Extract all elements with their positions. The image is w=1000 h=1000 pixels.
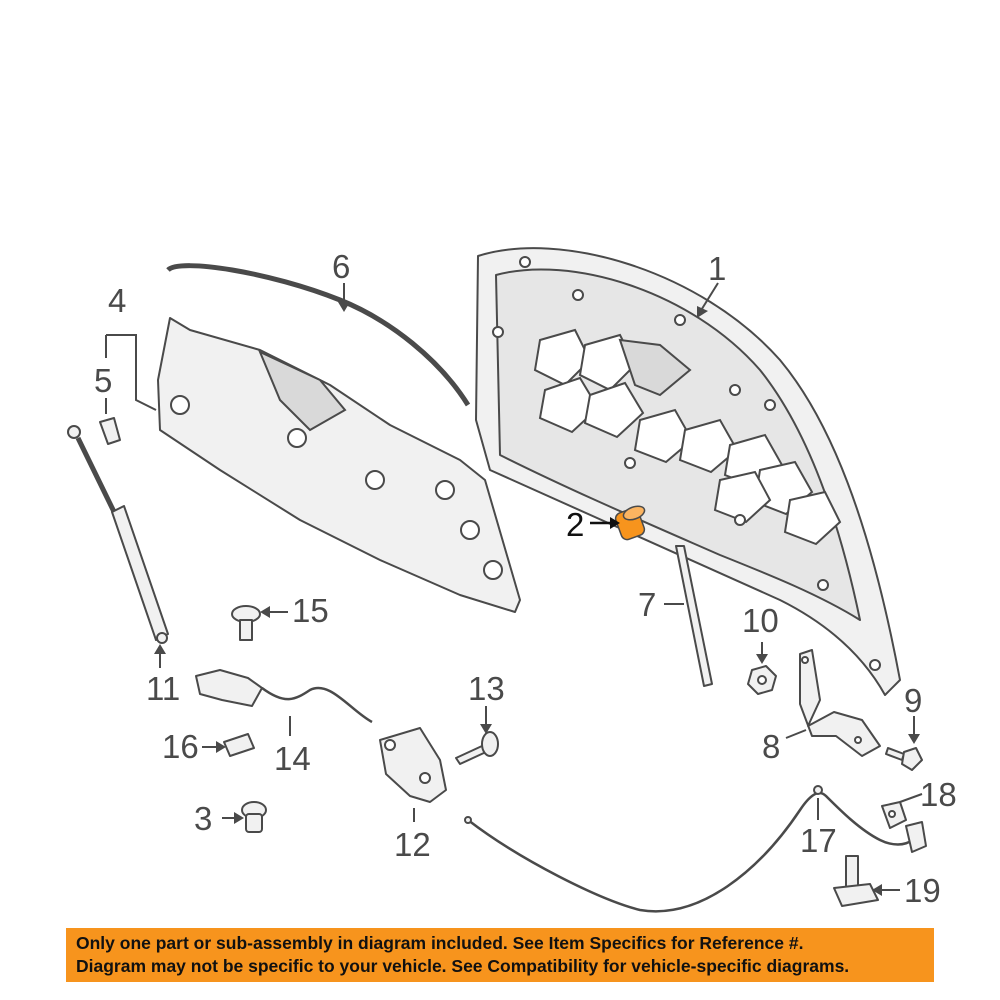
callout-8: 8 <box>762 728 780 765</box>
bumper-3 <box>241 801 267 833</box>
callout-6: 6 <box>332 248 350 285</box>
callout-18: 18 <box>920 776 957 813</box>
disclaimer-line-2: Diagram may not be specific to your vehi… <box>76 956 850 976</box>
callout-9: 9 <box>904 682 922 719</box>
callout-14: 14 <box>274 740 311 777</box>
insulator-clip <box>99 417 121 445</box>
nut-10 <box>747 665 777 695</box>
callout-15: 15 <box>292 592 329 629</box>
release-handle <box>195 669 263 707</box>
release-cable-rear <box>467 791 913 913</box>
leader-4 <box>106 334 157 411</box>
callout-1: 1 <box>708 250 726 287</box>
hood-striker <box>833 855 879 907</box>
callout-10: 10 <box>742 602 779 639</box>
bolt-15 <box>231 605 261 641</box>
callout-13: 13 <box>468 670 505 707</box>
leader-1 <box>699 282 719 313</box>
callout-11: 11 <box>146 670 180 707</box>
callout-7: 7 <box>638 586 656 623</box>
release-cable-front <box>261 686 373 724</box>
callout-2: 2 <box>566 506 584 543</box>
hood-panel <box>475 247 901 696</box>
hood-hinge <box>799 649 881 757</box>
callout-3: 3 <box>194 800 212 837</box>
bolt-13 <box>455 731 499 765</box>
cable-bracket-18 <box>881 801 927 853</box>
callout-5: 5 <box>94 362 112 399</box>
hood-insulator <box>157 317 521 613</box>
disclaimer-line-1: Only one part or sub-assembly in diagram… <box>76 933 804 953</box>
clip-16 <box>223 733 255 757</box>
hood-bumper-highlighted <box>614 505 646 541</box>
hood-lift-strut <box>67 425 169 644</box>
bolt-9 <box>885 747 923 771</box>
disclaimer-banner: Only one part or sub-assembly in diagram… <box>66 928 934 982</box>
callout-17: 17 <box>800 822 837 859</box>
hood-seal <box>166 263 471 407</box>
hood-latch <box>379 727 447 803</box>
callout-12: 12 <box>394 826 431 863</box>
hood-prop-rod <box>675 545 713 687</box>
callout-16: 16 <box>162 728 199 765</box>
callout-19: 19 <box>904 872 941 909</box>
callout-4: 4 <box>108 282 126 319</box>
